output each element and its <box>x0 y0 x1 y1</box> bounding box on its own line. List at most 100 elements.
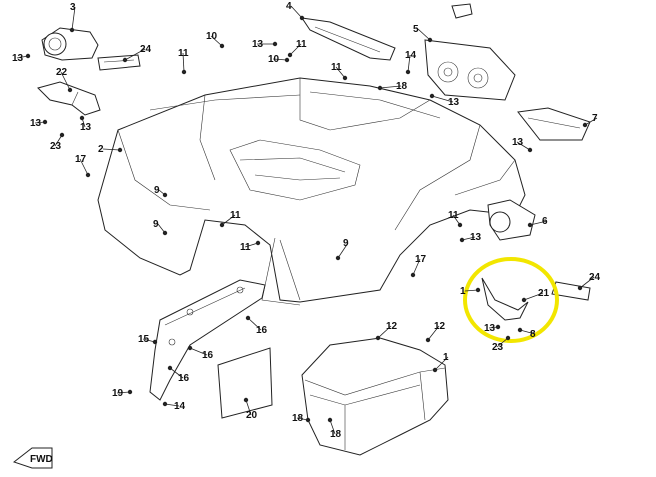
fastener-c13e <box>429 93 435 99</box>
fastener-c4 <box>299 15 305 21</box>
foam-panel <box>217 347 273 419</box>
fastener-c11a <box>181 69 187 75</box>
leader-line-c13e <box>431 95 454 103</box>
bracket-left <box>37 81 101 116</box>
leader-line-c18c <box>329 419 336 435</box>
callout-c13b: 13 <box>30 118 42 129</box>
callout-c23a: 23 <box>50 141 62 152</box>
callout-c12a: 12 <box>386 321 398 332</box>
callout-c18b: 18 <box>292 413 304 424</box>
callout-c16a: 16 <box>256 325 268 336</box>
left-splash-guard <box>149 279 266 401</box>
fastener-c12b <box>425 337 431 343</box>
leader-line-c21 <box>523 292 544 301</box>
fastener-c9b <box>162 230 168 236</box>
highlight-circle <box>463 257 559 343</box>
leader-line-c11f <box>244 242 259 248</box>
leader-lines <box>16 5 598 435</box>
callout-c9a: 9 <box>154 185 160 196</box>
leader-line-c2 <box>102 148 121 151</box>
top-bracket-4 <box>300 17 396 61</box>
fastener-c18a <box>377 85 383 91</box>
fastener-c16a <box>245 315 251 321</box>
fastener-c12a <box>375 335 381 341</box>
callout-c11c: 11 <box>331 62 342 73</box>
small-top-bracket <box>451 3 473 19</box>
reflector-left <box>97 54 141 71</box>
callout-c5: 5 <box>413 24 419 35</box>
tail-light-left <box>41 27 99 61</box>
leader-line-c24a <box>124 48 146 61</box>
fastener-c13d <box>272 41 278 47</box>
leader-line-c16c <box>169 367 184 379</box>
leader-line-c10b <box>272 58 288 61</box>
leader-line-c6 <box>529 220 548 226</box>
callout-c22: 22 <box>56 67 68 78</box>
bracket-right <box>481 277 529 321</box>
leader-line-c13g <box>461 236 476 241</box>
callout-c12b: 12 <box>434 321 446 332</box>
leader-line-c3 <box>71 6 76 31</box>
fastener-c23a <box>59 132 65 138</box>
callout-c11e: 11 <box>230 210 241 221</box>
callout-c13h: 13 <box>484 323 496 334</box>
fastener-c11e <box>219 222 225 228</box>
callout-c10b: 10 <box>268 54 280 65</box>
callout-c9c: 9 <box>343 238 349 249</box>
callout-c13g: 13 <box>470 232 482 243</box>
fastener-c23b <box>505 335 511 341</box>
leader-line-c22 <box>60 71 71 91</box>
callout-c14b: 14 <box>174 401 186 412</box>
fastener-c11c <box>342 75 348 81</box>
fastener-c24a <box>122 57 128 63</box>
fastener-c11b <box>287 52 293 58</box>
fastener-c17a <box>85 172 91 178</box>
storage-box <box>301 337 449 456</box>
callout-c20: 20 <box>246 410 258 421</box>
fastener-c19 <box>127 389 133 395</box>
callout-c24b: 24 <box>589 272 601 283</box>
fastener-c7 <box>582 122 588 128</box>
tail-light-right <box>487 199 536 241</box>
callout-c1b: 1 <box>443 352 449 363</box>
fastener-c9c <box>335 255 341 261</box>
callout-c21: 21 <box>538 288 550 299</box>
rear-fender-body <box>97 77 526 306</box>
callout-c13e: 13 <box>448 97 460 108</box>
leader-line-c4 <box>290 5 303 19</box>
fwd-arrow: FWD <box>12 447 53 469</box>
leader-line-c11b <box>289 43 302 56</box>
fastener-c13h <box>495 324 501 330</box>
callout-c19: 19 <box>112 388 124 399</box>
callout-c11a: 11 <box>178 48 189 59</box>
callout-c8: 8 <box>530 329 536 340</box>
callout-c16b: 16 <box>202 350 214 361</box>
leader-line-c10a <box>210 35 223 47</box>
leader-line-c7 <box>584 117 598 126</box>
leader-line-c23b <box>496 337 509 348</box>
leader-line-c17a <box>79 158 89 176</box>
fastener-c18c <box>327 417 333 423</box>
fastener-c1b <box>432 367 438 373</box>
leader-line-c20 <box>245 399 252 416</box>
callout-c23b: 23 <box>492 342 504 353</box>
leader-line-c14b <box>164 403 180 407</box>
callout-c13c: 13 <box>80 122 92 133</box>
callout-c17a: 17 <box>75 154 87 165</box>
callout-c14: 14 <box>405 50 417 61</box>
callout-c11b: 11 <box>296 39 307 50</box>
leader-line-c14 <box>407 54 411 73</box>
leader-line-c24b <box>579 276 595 289</box>
fastener-c22 <box>67 87 73 93</box>
fastener-c10a <box>219 43 225 49</box>
fastener-c13b <box>42 119 48 125</box>
fastener-c2 <box>117 147 123 153</box>
fastener-c16c <box>167 365 173 371</box>
leader-line-c8 <box>519 329 536 335</box>
headlight-assembly <box>424 39 516 101</box>
callout-c6: 6 <box>542 216 548 227</box>
callout-c7: 7 <box>592 113 598 124</box>
leader-line-c11c <box>335 66 346 79</box>
fastener-c13c <box>79 115 85 121</box>
